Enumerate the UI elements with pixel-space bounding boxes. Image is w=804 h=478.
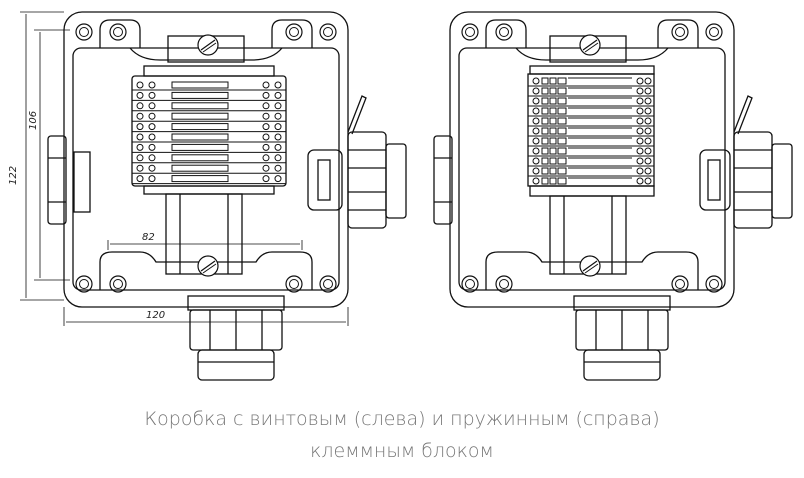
spring-terminal-row — [528, 107, 654, 117]
screw-icon — [75, 23, 93, 41]
spring-terminal-row — [528, 177, 654, 187]
spring-terminal-row — [528, 127, 654, 137]
dimension-lines — [20, 11, 349, 326]
screw-icon — [109, 23, 127, 41]
dimension-label-106: 106 — [28, 111, 39, 130]
caption-line-1: Коробка с винтовым (слева) и пружинным (… — [144, 408, 660, 430]
spring-terminal-block — [527, 73, 655, 187]
screw-terminal-row — [132, 81, 286, 91]
screw-icon — [671, 23, 689, 41]
dimension-label-82: 82 — [142, 232, 155, 243]
right-cable-gland — [733, 131, 773, 229]
spring-terminal-row — [528, 117, 654, 127]
dimension-label-122: 122 — [8, 166, 19, 185]
caption-line-2: клеммным блоком — [310, 440, 494, 462]
screw-terminal-row — [132, 112, 286, 122]
screw-icon — [461, 23, 479, 41]
right-housing-inner — [458, 47, 726, 291]
mount-screw-icon — [579, 255, 601, 277]
mount-screw-icon — [197, 255, 219, 277]
screw-icon — [705, 23, 723, 41]
right-box-spring-terminal — [433, 11, 793, 381]
screw-terminal-row — [132, 175, 286, 185]
spring-terminal-row — [528, 87, 654, 97]
screw-terminal-row — [132, 154, 286, 164]
right-cable-gland — [347, 131, 387, 229]
spring-terminal-row — [528, 147, 654, 157]
screw-terminal-row — [132, 102, 286, 112]
screw-terminal-row — [132, 143, 286, 153]
left-box-screw-terminal — [47, 11, 407, 381]
right-cable-gland-inner — [307, 149, 343, 211]
right-cable-gland-inner — [699, 149, 731, 211]
terminal-rows — [132, 81, 286, 185]
screw-icon — [285, 23, 303, 41]
mount-screw-icon — [579, 34, 601, 56]
spring-terminal-row — [528, 167, 654, 177]
screw-terminal-row — [132, 91, 286, 101]
bottom-cable-gland-nut — [573, 295, 671, 311]
spring-terminal-row — [528, 137, 654, 147]
mount-screw-icon — [197, 34, 219, 56]
caption: Коробка с винтовым (слева) и пружинным (… — [0, 403, 804, 467]
spring-terminal-row — [528, 77, 654, 87]
spring-terminal-row — [528, 157, 654, 167]
dimension-label-120: 120 — [146, 310, 165, 321]
screw-terminal-row — [132, 164, 286, 174]
screw-icon — [319, 23, 337, 41]
left-side-plug — [433, 135, 453, 225]
screw-terminal-row — [132, 123, 286, 133]
bottom-cable-gland-nut — [187, 295, 285, 311]
left-housing-inner — [72, 47, 340, 291]
screw-terminal-row — [132, 133, 286, 143]
spring-terminal-rows — [528, 77, 654, 187]
screw-icon — [495, 23, 513, 41]
left-side-plug — [47, 135, 67, 225]
spring-terminal-row — [528, 97, 654, 107]
